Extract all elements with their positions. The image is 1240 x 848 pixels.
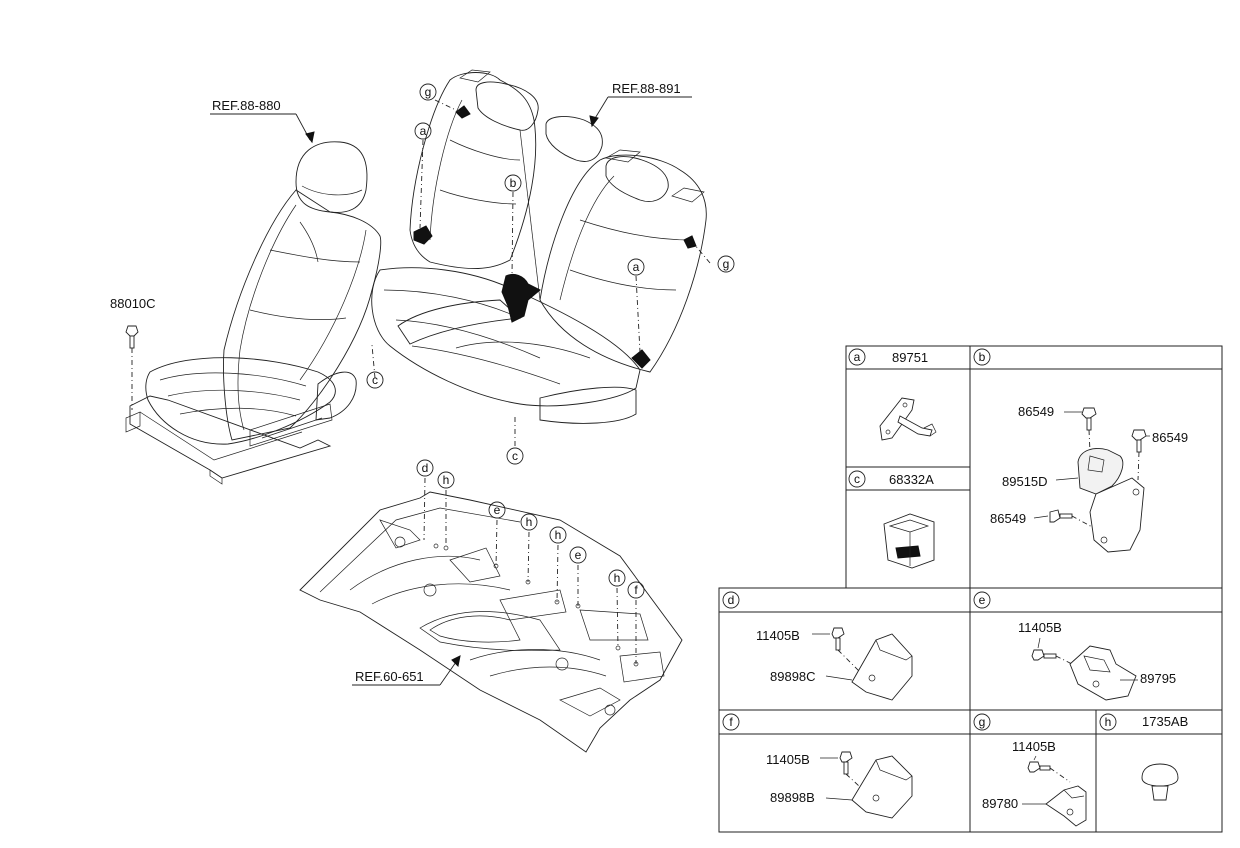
box-f-bolt-label: 11405B xyxy=(766,752,810,767)
box-d-letter: d xyxy=(728,593,735,607)
box-b-bolt-2-label: 86549 xyxy=(1152,430,1188,445)
part-88010c-label: 88010C xyxy=(110,296,156,311)
box-h-title: 1735AB xyxy=(1142,714,1188,729)
box-d-bracket-label: 89898C xyxy=(770,669,816,684)
callout-c-bottom: c xyxy=(506,447,524,465)
svg-text:h: h xyxy=(526,515,533,529)
svg-text:a: a xyxy=(633,260,640,274)
box-g-bracket-label: 89780 xyxy=(982,796,1018,811)
svg-text:g: g xyxy=(425,85,432,99)
callout-d-floor: d xyxy=(416,459,434,477)
bolt-88010c xyxy=(125,325,139,410)
svg-text:b: b xyxy=(510,176,517,190)
svg-text:e: e xyxy=(575,548,582,562)
box-d-bolt-label: 11405B xyxy=(756,628,800,643)
box-f-letter: f xyxy=(729,715,733,729)
svg-text:c: c xyxy=(512,449,518,463)
box-a-letter: a xyxy=(854,350,861,364)
box-g-letter: g xyxy=(979,715,986,729)
box-f-bracket-label: 89898B xyxy=(770,790,815,805)
detail-box-e: e 11405B 89795 xyxy=(973,591,1176,701)
box-c-title: 68332A xyxy=(889,472,934,487)
svg-text:g: g xyxy=(723,257,730,271)
svg-text:h: h xyxy=(614,571,621,585)
box-g-bolt-label: 11405B xyxy=(1012,739,1056,754)
callout-f-floor: f xyxy=(627,581,645,599)
box-b-bolt-3-label: 86549 xyxy=(990,511,1026,526)
box-b-letter: b xyxy=(979,350,986,364)
box-e-letter: e xyxy=(979,593,986,607)
box-a-title: 89751 xyxy=(892,350,928,365)
callout-e-floor-1: e xyxy=(488,501,506,519)
detail-box-b: b 86549 86549 89515D 86549 xyxy=(973,348,1188,553)
box-c-letter: c xyxy=(854,472,860,486)
callout-g-right: g xyxy=(717,255,735,273)
detail-box-f: f 11405B 89898B xyxy=(722,713,913,819)
callout-e-floor-2: e xyxy=(569,546,587,564)
callout-h-floor-1: h xyxy=(437,471,455,489)
front-seat-illustration xyxy=(125,141,382,485)
ref-floor-panel: REF.60-651 xyxy=(355,669,424,684)
svg-text:f: f xyxy=(634,583,638,597)
svg-text:c: c xyxy=(372,373,378,387)
callout-h-floor-3: h xyxy=(549,526,567,544)
svg-text:d: d xyxy=(422,461,429,475)
floor-panel-illustration xyxy=(299,491,683,753)
svg-text:h: h xyxy=(555,528,562,542)
detail-box-a: a 89751 xyxy=(848,348,937,441)
ref-front-seat: REF.88-880 xyxy=(212,98,281,113)
box-h-letter: h xyxy=(1105,715,1112,729)
box-b-bolt-1-label: 86549 xyxy=(1018,404,1054,419)
detail-table xyxy=(718,345,1223,833)
callout-c-left: c xyxy=(366,371,384,389)
callout-g-top: g xyxy=(419,83,437,101)
rear-seat-illustration xyxy=(371,69,707,424)
detail-box-h: h 1735AB xyxy=(1099,713,1188,801)
box-e-bracket-label: 89795 xyxy=(1140,671,1176,686)
detail-box-g: g 11405B 89780 xyxy=(973,713,1087,827)
box-b-buckle-label: 89515D xyxy=(1002,474,1048,489)
callout-a-right: a xyxy=(627,258,645,276)
ref-rear-seat: REF.88-891 xyxy=(612,81,681,96)
svg-text:a: a xyxy=(420,124,427,138)
detail-box-d: d 11405B 89898C xyxy=(722,591,913,701)
callout-h-floor-4: h xyxy=(608,569,626,587)
box-e-bolt-label: 11405B xyxy=(1018,620,1062,635)
callout-h-floor-2: h xyxy=(520,513,538,531)
detail-box-c: c 68332A xyxy=(848,470,935,569)
callout-b: b xyxy=(504,174,522,192)
callout-a-left: a xyxy=(414,122,432,140)
svg-text:h: h xyxy=(443,473,450,487)
svg-text:e: e xyxy=(494,503,501,517)
